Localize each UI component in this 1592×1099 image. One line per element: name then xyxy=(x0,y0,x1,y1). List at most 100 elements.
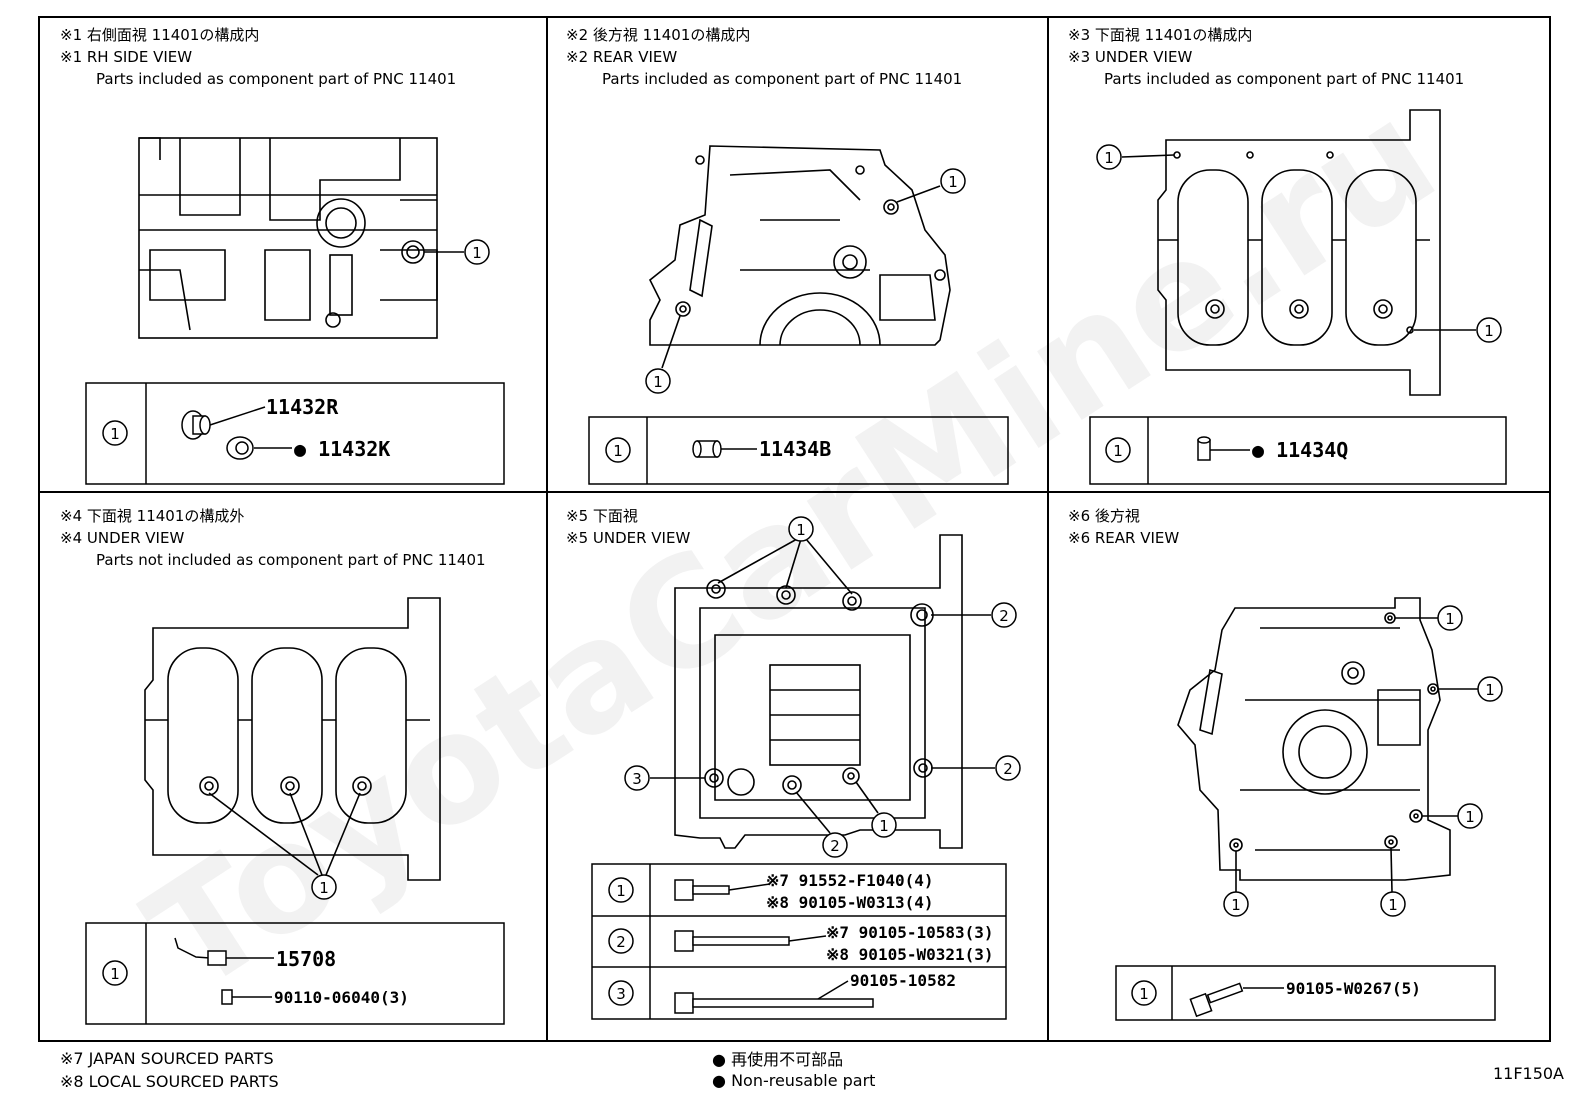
svg-text:1: 1 xyxy=(613,442,623,460)
gasket-icon xyxy=(226,436,292,460)
part-number-90105-W0321: ※8 90105-W0321(3) xyxy=(826,945,994,964)
table-callout-p5-row2: 2 xyxy=(608,928,634,954)
callout-1-under-top: 1 xyxy=(1096,144,1122,170)
svg-text:2: 2 xyxy=(999,607,1009,625)
svg-text:1: 1 xyxy=(1388,896,1398,914)
part-number-11434B: 11434B xyxy=(759,437,831,461)
callout-2-p5-upper-right: 2 xyxy=(991,602,1017,628)
medium-bolt-icon xyxy=(674,930,827,952)
svg-text:1: 1 xyxy=(1113,442,1123,460)
rh-side-view-drawing xyxy=(138,137,464,339)
rear-view-drawing xyxy=(648,145,951,369)
short-bolt-icon xyxy=(674,879,771,901)
svg-text:1: 1 xyxy=(110,965,120,983)
part-number-90105-W0267: 90105-W0267(5) xyxy=(1286,979,1421,998)
filled-circle-icon: ● xyxy=(712,1050,726,1069)
panel-note: Parts not included as component part of … xyxy=(96,551,486,569)
panel-header-p3: ※3 下面視 11401の構成内 ※3 UNDER VIEW Parts inc… xyxy=(1068,24,1464,90)
panel-title-jp: ※6 後方視 xyxy=(1068,507,1140,525)
knock-pin-icon xyxy=(1197,436,1250,461)
callout-1-p6-d: 1 xyxy=(1223,891,1249,917)
table-callout-p1: 1 xyxy=(102,420,128,446)
panel-title-en: ※4 UNDER VIEW xyxy=(60,529,185,547)
footnote-japan-sourced: ※7 JAPAN SOURCED PARTS xyxy=(60,1049,274,1068)
parts-table-p3 xyxy=(1089,416,1507,485)
callout-1-p5-top: 1 xyxy=(788,516,814,542)
panel-header-p4: ※4 下面視 11401の構成外 ※4 UNDER VIEW Parts not… xyxy=(60,505,486,571)
table-callout-p2: 1 xyxy=(605,437,631,463)
part-number-11432K: ● 11432K xyxy=(294,437,390,461)
legend-non-reusable-jp: ● 再使用不可部品 xyxy=(712,1046,843,1070)
long-bolt-icon xyxy=(674,980,874,1014)
svg-text:1: 1 xyxy=(796,521,806,539)
part-number-90105-10583: ※7 90105-10583(3) xyxy=(826,923,994,942)
panel-title-en: ※5 UNDER VIEW xyxy=(566,529,691,547)
callout-1-p6-c: 1 xyxy=(1457,803,1483,829)
svg-text:3: 3 xyxy=(616,985,626,1003)
svg-text:1: 1 xyxy=(319,879,329,897)
illustration-code: 11F150A xyxy=(1492,1064,1564,1083)
callout-3-p5-left: 3 xyxy=(624,765,650,791)
part-number-91552-F1040: ※7 91552-F1040(4) xyxy=(766,871,934,890)
part-number-11432R: 11432R xyxy=(266,395,339,419)
callout-1-p6-e: 1 xyxy=(1380,891,1406,917)
under-view-drawing-p4 xyxy=(144,597,441,881)
table-callout-p3: 1 xyxy=(1105,437,1131,463)
parts-table-p4 xyxy=(85,922,505,1025)
svg-text:1: 1 xyxy=(1139,985,1149,1003)
under-view-drawing-p3 xyxy=(1121,109,1476,396)
oil-jet-icon xyxy=(174,937,274,1005)
legend-non-reusable-en: ● Non-reusable part xyxy=(712,1071,875,1090)
part-number-15708: 15708 xyxy=(276,947,336,971)
callout-2-p5-bottom: 2 xyxy=(822,832,848,858)
footnote-local-sourced: ※8 LOCAL SOURCED PARTS xyxy=(60,1072,279,1091)
panel-title-jp: ※4 下面視 11401の構成外 xyxy=(60,507,245,525)
svg-text:2: 2 xyxy=(830,837,840,855)
panel-title-en: ※6 REAR VIEW xyxy=(1068,529,1180,547)
svg-text:1: 1 xyxy=(472,244,482,262)
svg-text:1: 1 xyxy=(948,173,958,191)
part-number-90105-10582: 90105-10582 xyxy=(850,971,956,990)
part-number-11434Q: ● 11434Q xyxy=(1252,438,1348,462)
svg-text:1: 1 xyxy=(1445,610,1455,628)
callout-1-p5-bottom: 1 xyxy=(871,812,897,838)
parts-table-p5 xyxy=(591,863,1007,1020)
table-callout-p5-row1: 1 xyxy=(608,877,634,903)
panel-note: Parts included as component part of PNC … xyxy=(602,70,963,88)
panel-title-jp: ※1 右側面視 11401の構成内 xyxy=(60,26,260,44)
callout-1-rear-bottom: 1 xyxy=(645,368,671,394)
legend-text-en: Non-reusable part xyxy=(731,1071,876,1090)
part-number-90105-W0313: ※8 90105-W0313(4) xyxy=(766,893,934,912)
svg-text:1: 1 xyxy=(1104,149,1114,167)
panel-title-jp: ※5 下面視 xyxy=(566,507,638,525)
plug-icon xyxy=(181,406,266,440)
panel-title-en: ※1 RH SIDE VIEW xyxy=(60,48,193,66)
callout-1-under-right: 1 xyxy=(1476,317,1502,343)
rear-view-drawing-p6 xyxy=(1177,597,1478,893)
panel-header-p2: ※2 後方視 11401の構成内 ※2 REAR VIEW Parts incl… xyxy=(566,24,962,90)
flange-bolt-icon xyxy=(1189,982,1284,1018)
svg-text:1: 1 xyxy=(1465,808,1475,826)
part-number-90110-06040: 90110-06040(3) xyxy=(274,988,409,1007)
callout-2-p5-lower-right: 2 xyxy=(995,755,1021,781)
svg-text:1: 1 xyxy=(110,425,120,443)
panel-title-en: ※3 UNDER VIEW xyxy=(1068,48,1193,66)
svg-text:3: 3 xyxy=(632,770,642,788)
svg-text:2: 2 xyxy=(1003,760,1013,778)
filled-circle-icon: ● xyxy=(712,1071,726,1090)
parts-table-p1 xyxy=(85,382,505,485)
panel-grid xyxy=(38,16,1551,1042)
panel-note: Parts included as component part of PNC … xyxy=(1104,70,1465,88)
callout-1-under-p4: 1 xyxy=(311,874,337,900)
callout-1-p6-a: 1 xyxy=(1437,605,1463,631)
svg-text:1: 1 xyxy=(616,882,626,900)
table-callout-p5-row3: 3 xyxy=(608,980,634,1006)
svg-text:2: 2 xyxy=(616,933,626,951)
parts-table-p2 xyxy=(588,416,1009,485)
panel-title-jp: ※3 下面視 11401の構成内 xyxy=(1068,26,1253,44)
callout-1-rear-top: 1 xyxy=(940,168,966,194)
panel-header-p1: ※1 右側面視 11401の構成内 ※1 RH SIDE VIEW Parts … xyxy=(60,24,456,90)
svg-text:1: 1 xyxy=(1485,681,1495,699)
panel-title-en: ※2 REAR VIEW xyxy=(566,48,678,66)
